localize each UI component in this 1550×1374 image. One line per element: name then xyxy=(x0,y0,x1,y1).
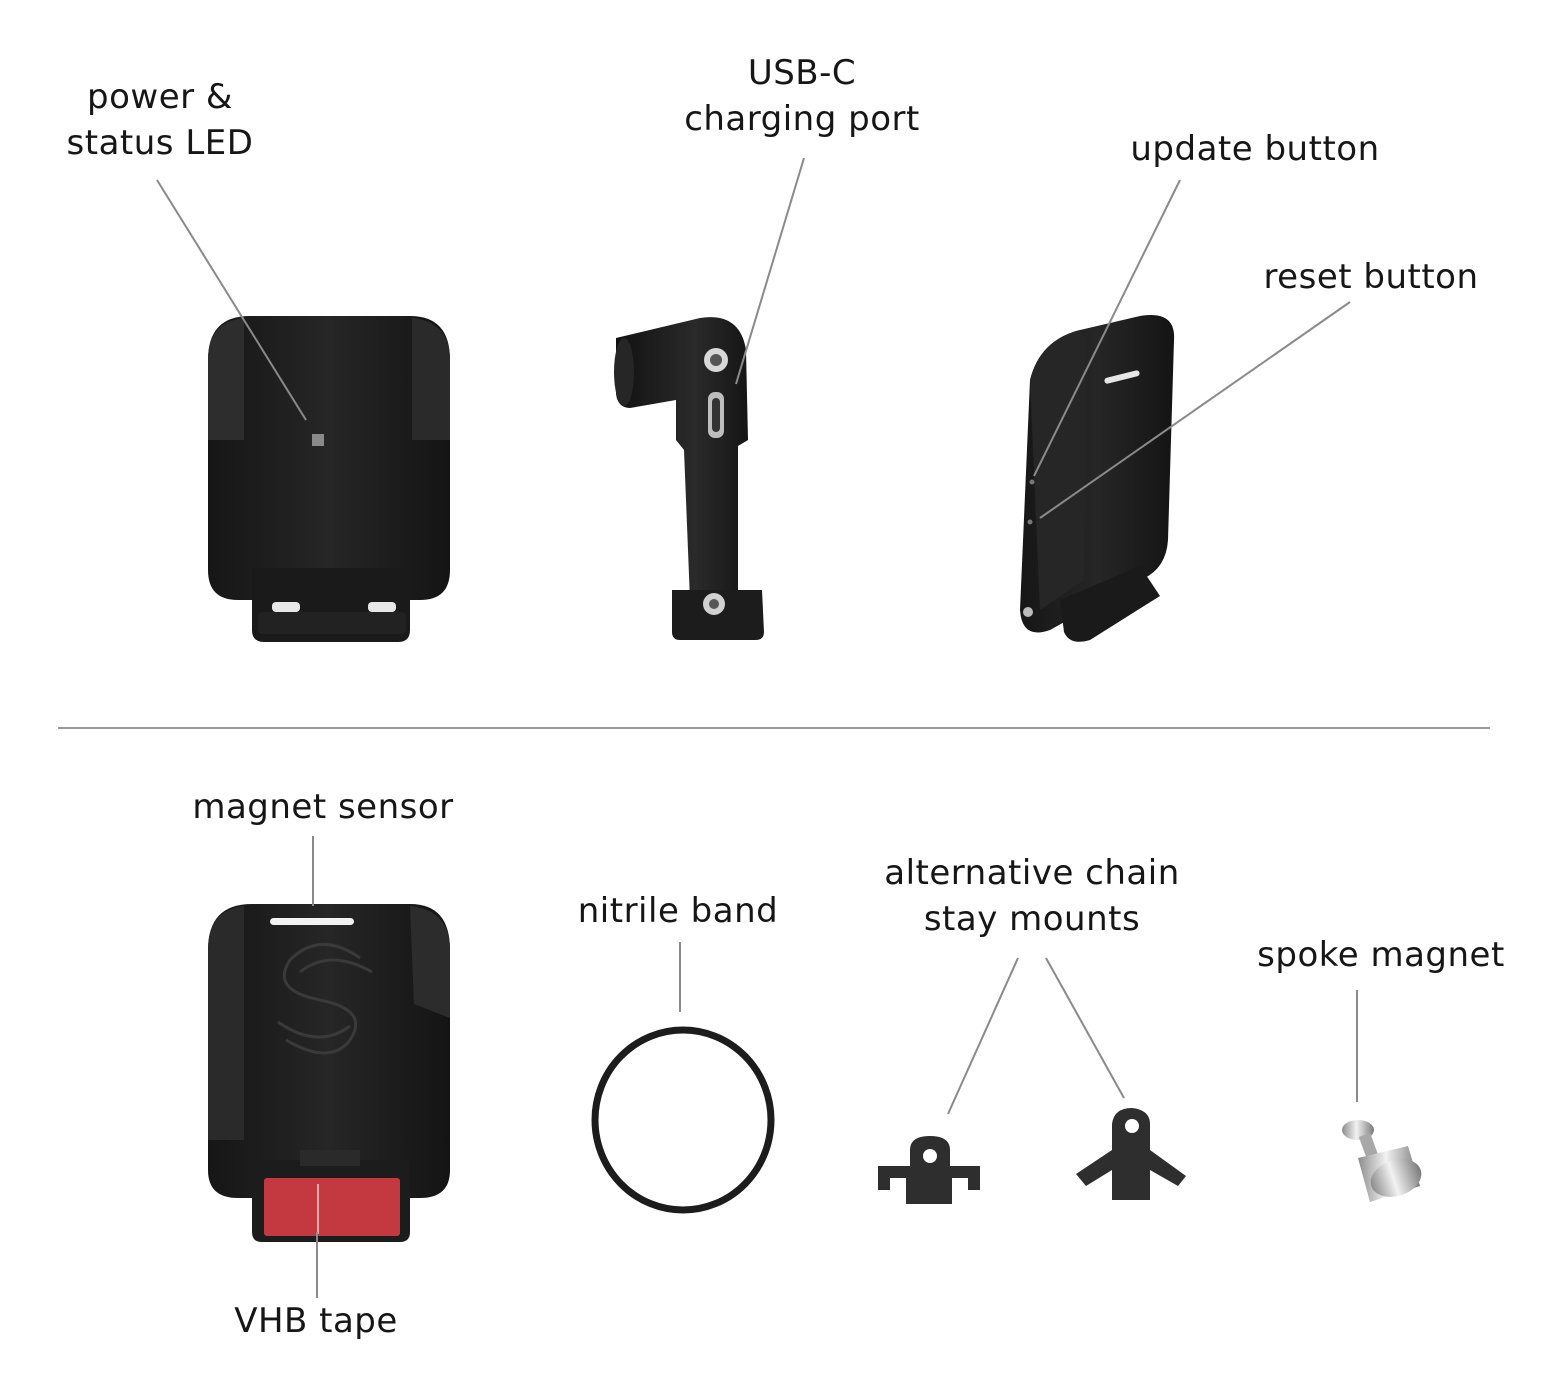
reset-button xyxy=(1027,519,1033,525)
status-led xyxy=(312,434,324,446)
label-reset-button-text: reset button xyxy=(1263,257,1479,297)
chain-stay-mount-angled xyxy=(1076,1108,1186,1200)
sensor-front-view xyxy=(208,316,450,642)
leader-line-update-button xyxy=(1033,179,1181,477)
label-update-button: update button xyxy=(1100,126,1410,172)
leader-line-reset-button xyxy=(1039,301,1351,519)
label-update-button-text: update button xyxy=(1130,129,1380,169)
label-magnet-sensor: magnet sensor xyxy=(168,784,478,830)
update-button xyxy=(1029,479,1035,485)
label-spoke-magnet-text: spoke magnet xyxy=(1257,935,1505,975)
label-chain-stay-line-2: stay mounts xyxy=(923,899,1141,939)
label-usbc-line-1: USB-C xyxy=(747,53,857,93)
label-nitrile-band-text: nitrile band xyxy=(577,891,779,931)
sensor-back-with-tape xyxy=(208,904,450,1242)
label-usbc-line-2: charging port xyxy=(684,99,920,139)
vhb-tape-strip xyxy=(264,1178,400,1236)
label-nitrile-band: nitrile band xyxy=(550,888,806,934)
sensor-side-view xyxy=(614,317,764,640)
label-magnet-sensor-text: magnet sensor xyxy=(192,787,454,827)
label-vhb-tape-text: VHB tape xyxy=(234,1301,398,1341)
label-spoke-magnet: spoke magnet xyxy=(1236,932,1526,978)
sensor-rear-view xyxy=(1020,315,1175,642)
nitrile-band-ring xyxy=(591,1026,775,1214)
label-power-led-line-2: status LED xyxy=(66,123,254,163)
magnet-sensor-mark xyxy=(270,918,354,925)
label-chain-stay-mounts: alternative chain stay mounts xyxy=(860,850,1204,942)
spoke-magnet-part xyxy=(1342,1120,1422,1202)
s-logo-icon xyxy=(277,943,373,1055)
label-power-led: power & status LED xyxy=(40,74,280,166)
label-usbc-port: USB-C charging port xyxy=(652,50,952,142)
chain-stay-mount-flat xyxy=(878,1136,980,1204)
leader-line-power-led xyxy=(156,179,307,421)
label-chain-stay-line-1: alternative chain xyxy=(884,853,1180,893)
label-vhb-tape: VHB tape xyxy=(200,1298,432,1344)
leader-line-mount-b xyxy=(1045,957,1125,1099)
label-reset-button: reset button xyxy=(1236,254,1506,300)
label-power-led-line-1: power & xyxy=(87,77,233,117)
leader-line-mount-a xyxy=(947,957,1019,1115)
leader-line-usbc xyxy=(735,157,805,385)
